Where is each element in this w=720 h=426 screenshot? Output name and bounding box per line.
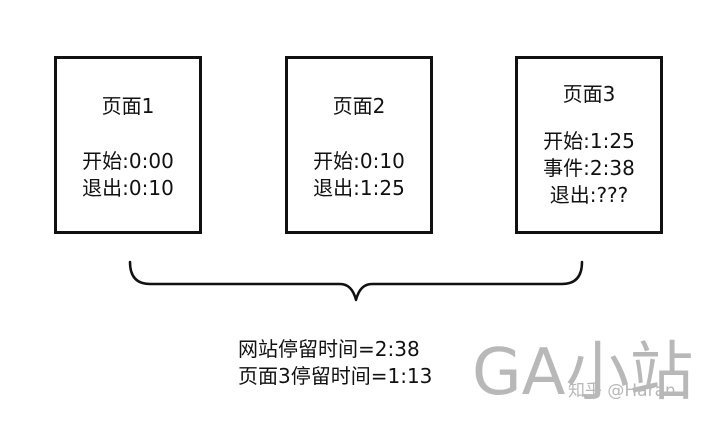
page-1-exit: 退出:0:10: [82, 176, 174, 200]
page-3-exit: 退出:???: [549, 183, 629, 207]
page-3-title: 页面3: [562, 82, 616, 106]
page-2-start: 开始:0:10: [313, 149, 405, 173]
page-3-event: 事件:2:38: [543, 156, 635, 180]
site-time-text: 网站停留时间=2:38: [238, 337, 420, 361]
page-2-box: 页面2 开始:0:10 退出:1:25: [285, 56, 433, 234]
summary-block: 网站停留时间=2:38 页面3停留时间=1:13: [238, 336, 432, 390]
page-2-times: 开始:0:10 退出:1:25: [288, 148, 430, 202]
page-1-start: 开始:0:00: [82, 149, 174, 173]
watermark-credit: 知乎 @Haran: [568, 381, 676, 401]
brace-path: [128, 260, 584, 302]
page-2-exit: 退出:1:25: [313, 176, 405, 200]
page-2-title: 页面2: [332, 94, 386, 118]
page-3-time-text: 页面3停留时间=1:13: [238, 364, 433, 388]
page-3-start: 开始:1:25: [543, 129, 635, 153]
page-3-box: 页面3 开始:1:25 事件:2:38 退出:???: [515, 56, 663, 234]
page-3-times: 开始:1:25 事件:2:38 退出:???: [518, 128, 660, 209]
page-1-title: 页面1: [101, 94, 155, 118]
page-1-times: 开始:0:00 退出:0:10: [57, 148, 199, 202]
watermark-brand: GA小站: [472, 336, 694, 410]
page-1-box: 页面1 开始:0:00 退出:0:10: [54, 56, 202, 234]
